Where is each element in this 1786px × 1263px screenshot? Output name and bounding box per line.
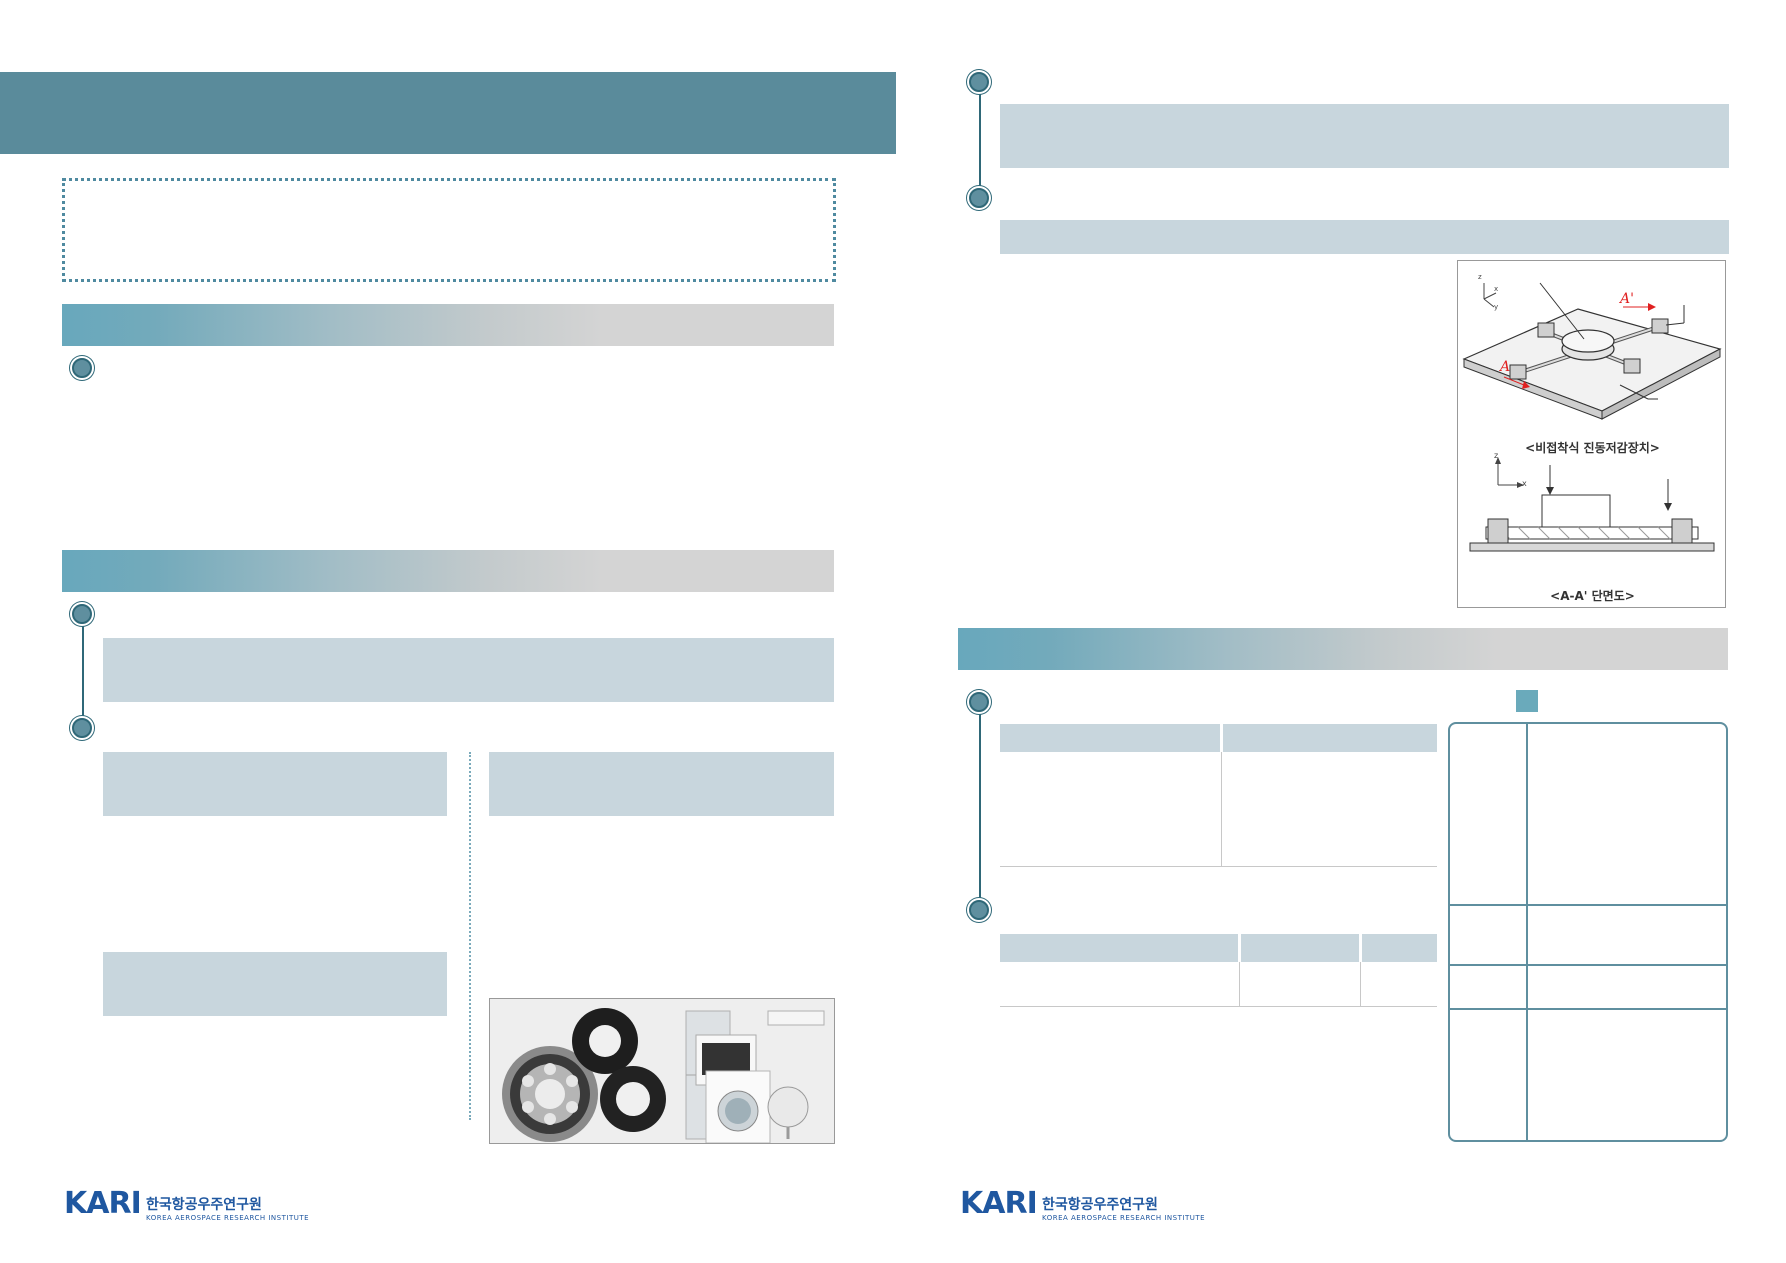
connector-line [979,82,981,198]
table2-header-cell [1362,934,1437,962]
section-axis-x-label: x [1522,479,1527,488]
panel-column-divider [1526,724,1528,1140]
device-figure: A' A z x y <비접착식 진동저감장치> z x <A-A' 단면도> [1457,260,1726,608]
section-axis-z-label: z [1494,451,1499,460]
bullet-icon [72,604,92,624]
side-info-panel [1448,722,1728,1142]
table2-bottom-rule [1000,1006,1437,1007]
table1-column-divider [1221,752,1222,866]
table2-header-cell [1000,934,1238,962]
highlight-box-left-bottom [103,952,447,1016]
device-figure-art [1462,282,1722,552]
table2-column-divider [1239,962,1240,1006]
column-divider [469,752,471,1120]
table1-header-cell [1000,724,1220,752]
panel-row-divider [1450,904,1726,906]
highlight-box-right [489,752,834,816]
logo-english-name: KOREA AEROSPACE RESEARCH INSTITUTE [1042,1214,1206,1222]
legend-square [1516,690,1538,712]
logo-korean-name: 한국항공우주연구원 [1042,1197,1158,1213]
highlight-bar [1000,220,1729,254]
panel-row-divider [1450,1008,1726,1010]
logo-korean-name: 한국항공우주연구원 [146,1197,262,1213]
table1-bottom-rule [1000,866,1437,867]
section-bar-2 [62,550,834,592]
bullet-icon [72,718,92,738]
section-label-left: A [1500,359,1511,375]
product-photo [489,998,835,1144]
logo-english-name: KOREA AEROSPACE RESEARCH INSTITUTE [146,1214,310,1222]
connector-line [979,702,981,912]
highlight-box [103,638,834,702]
figure-caption-top: <비접착식 진동저감장치> [1525,441,1660,455]
bullet-icon [969,900,989,920]
kari-logo: KARI 한국항공우주연구원 KOREA AEROSPACE RESEARCH … [64,1180,314,1230]
axis-y-label: y [1494,303,1499,311]
bullet-icon [969,692,989,712]
table2-column-divider [1360,962,1361,1006]
summary-dotted-box [62,178,836,282]
bullet-icon [969,188,989,208]
section-bar-3 [958,628,1728,670]
logo-mark: KARI [960,1186,1038,1221]
bullet-icon [969,72,989,92]
figure-caption-bottom: <A-A' 단면도> [1550,589,1635,603]
axis-z-label: z [1478,273,1482,281]
table2-header-cell [1241,934,1359,962]
header-band [0,72,896,154]
section-bar-1 [62,304,834,346]
highlight-box-left-top [103,752,447,816]
section-label-top: A' [1620,291,1634,307]
kari-logo: KARI 한국항공우주연구원 KOREA AEROSPACE RESEARCH … [960,1180,1210,1230]
highlight-box [1000,104,1729,168]
connector-line [82,612,84,728]
logo-mark: KARI [64,1186,142,1221]
panel-row-divider [1450,964,1726,966]
axis-x-label: x [1494,285,1499,293]
table1-header-cell [1223,724,1437,752]
product-photo-art [490,999,834,1143]
bullet-icon [72,358,92,378]
